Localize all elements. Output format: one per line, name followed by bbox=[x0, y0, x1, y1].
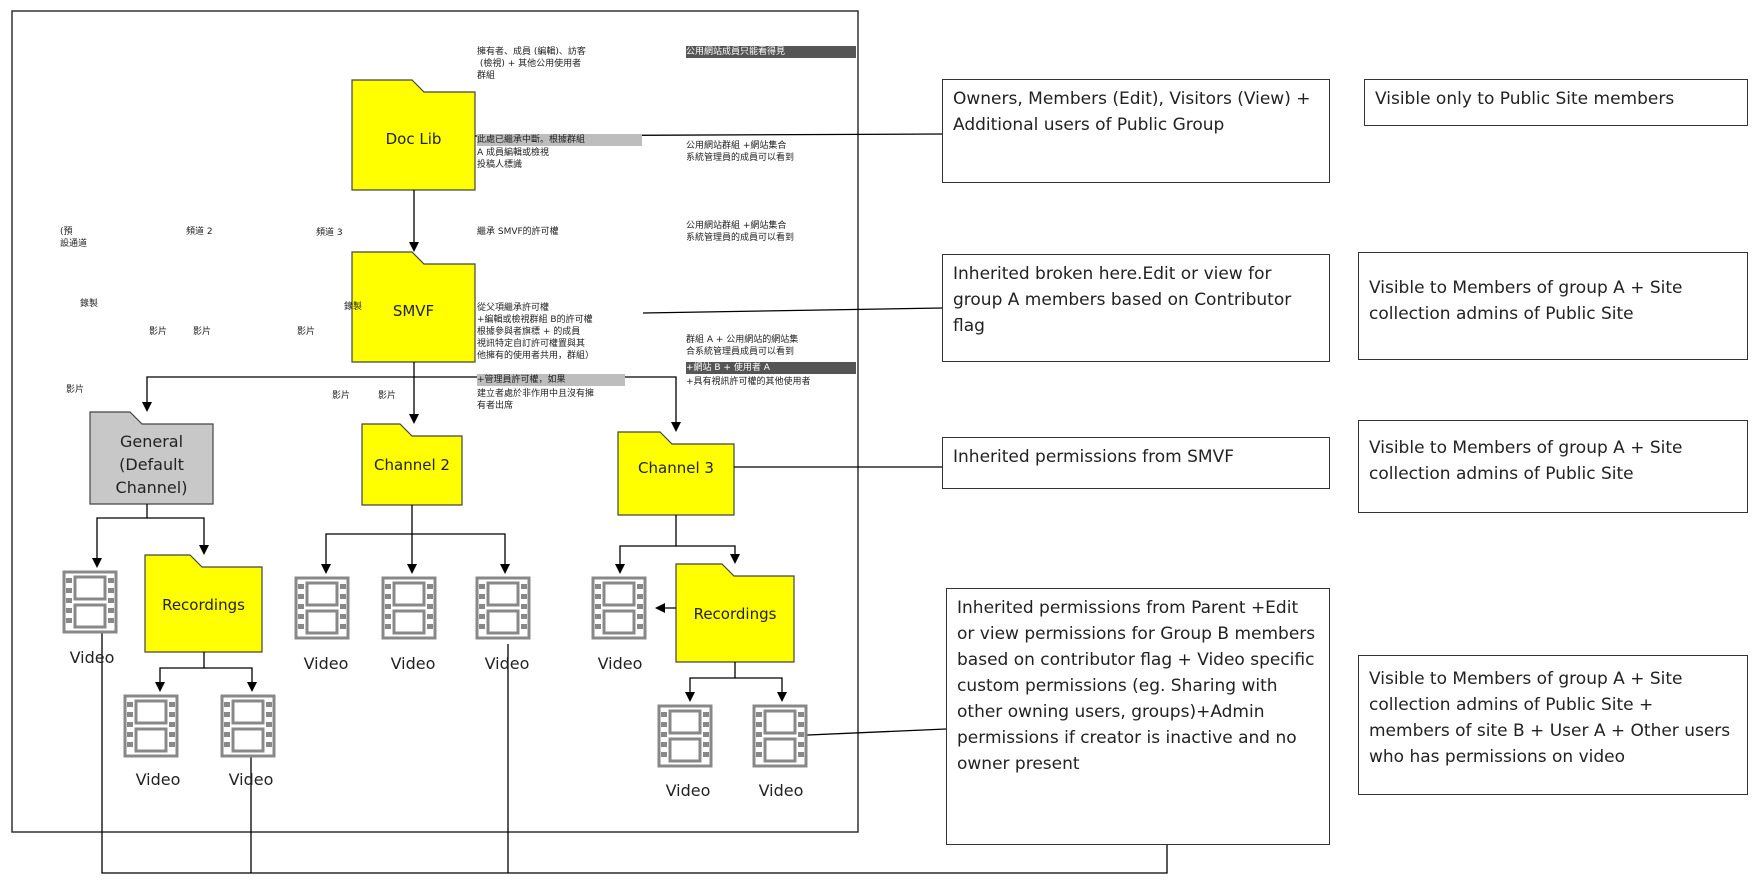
owners-box: Owners, Members (Edit), Visitors (View) … bbox=[942, 79, 1330, 183]
recordings-a-label: Recordings bbox=[162, 596, 245, 614]
channel2-folder bbox=[361, 423, 463, 506]
general-folder bbox=[89, 411, 214, 505]
video-label: Video bbox=[303, 654, 349, 673]
doclib-label: Doc Lib bbox=[385, 130, 442, 148]
video-label: Video bbox=[390, 654, 436, 673]
inherited-parent-box: Inherited permissions from Parent +Edit … bbox=[946, 588, 1330, 845]
note-video-cjk: 影片 bbox=[149, 327, 168, 337]
video-label: Video bbox=[135, 770, 181, 789]
general-label-line: Channel) bbox=[115, 478, 188, 497]
channel3-label: Channel 3 bbox=[638, 459, 714, 477]
doclib-folder bbox=[351, 79, 476, 191]
note-owners-cjk: 擁有者、成員 (編輯)、訪客 (檢視) + 其他公用使用者 群組 bbox=[477, 47, 586, 81]
video-icon bbox=[752, 704, 808, 768]
note-broken-cjk-2: A 成員編輯或檢視 投稿人標識 bbox=[477, 148, 550, 170]
recordings-b-label: Recordings bbox=[693, 605, 777, 623]
video-label: Video bbox=[665, 781, 711, 800]
smvf-folder bbox=[351, 251, 476, 363]
note-visible-full-cjk: 群組 A + 公用網站的網站集 合系統管理員成員可以看到 bbox=[686, 335, 799, 357]
visible-a2-box: Visible to Members of group A + Site col… bbox=[1358, 420, 1748, 513]
video-icon bbox=[591, 576, 647, 640]
note-video-cjk: 影片 bbox=[378, 391, 397, 401]
recordings-a-folder bbox=[144, 554, 263, 653]
video-label: Video bbox=[597, 654, 643, 673]
general-label-line: General bbox=[119, 432, 184, 451]
note-visible-public-cjk: 公用網站成員只能看得見 bbox=[686, 46, 856, 58]
video-icon bbox=[475, 576, 531, 640]
note-visible-a1-cjk: 公用網站群組 +網站集合 系統管理員的成員可以看到 bbox=[686, 141, 795, 163]
note-admin-cjk: +管理員許可權，如果 bbox=[477, 374, 625, 386]
general-label: General (Default Channel) bbox=[90, 430, 213, 499]
visible-a1-box: Visible to Members of group A + Site col… bbox=[1358, 252, 1748, 360]
recordings-b-folder bbox=[675, 563, 795, 663]
note-video-cjk: 影片 bbox=[66, 385, 85, 395]
note-channel2-cjk: 頻道 2 bbox=[186, 227, 213, 237]
note-visible-full-cjk-3: +具有視訊許可權的其他使用者 bbox=[686, 377, 811, 387]
note-visible-full-cjk-2: +網站 B + 使用者 A bbox=[686, 362, 856, 374]
inherited-smvf-box: Inherited permissions from SMVF bbox=[942, 437, 1330, 489]
video-icon bbox=[62, 570, 118, 634]
note-channel3-cjk: 頻道 3 bbox=[316, 228, 343, 238]
video-icon bbox=[657, 704, 713, 768]
note-broken-cjk: 此處已繼承中斷。根據群組 bbox=[477, 134, 642, 146]
general-label-line: (Default bbox=[119, 455, 184, 474]
video-icon bbox=[381, 576, 437, 640]
smvf-label: SMVF bbox=[392, 302, 435, 320]
video-label: Video bbox=[69, 648, 115, 667]
note-recordings-cjk: 錄製 bbox=[344, 302, 363, 312]
note-video-cjk: 影片 bbox=[297, 327, 316, 337]
video-icon bbox=[294, 576, 350, 640]
note-video-cjk: 影片 bbox=[332, 391, 351, 401]
video-label: Video bbox=[484, 654, 530, 673]
note-inherit-parent-cjk: 從父項繼承許可權 +編輯或檢視群組 B的許可權 根據參與者旗標 + 的成員 視訊… bbox=[477, 303, 595, 361]
channel3-folder bbox=[617, 431, 735, 516]
video-label: Video bbox=[758, 781, 804, 800]
visible-full-box: Visible to Members of group A + Site col… bbox=[1358, 655, 1748, 795]
visible-public-box: Visible only to Public Site members bbox=[1364, 79, 1748, 126]
note-visible-a2-cjk: 公用網站群組 +網站集合 系統管理員的成員可以看到 bbox=[686, 221, 795, 243]
video-label: Video bbox=[228, 770, 274, 789]
note-recordings-cjk: 錄製 bbox=[80, 299, 99, 309]
note-video-cjk: 影片 bbox=[193, 327, 212, 337]
video-icon bbox=[123, 694, 179, 758]
inherited-broken-box: Inherited broken here.Edit or view for g… bbox=[942, 254, 1330, 362]
outer-frame bbox=[11, 10, 859, 833]
note-creator-cjk: 建立者處於非作用中且沒有擁 有者出席 bbox=[477, 389, 595, 411]
note-inherit-smvf-cjk: 繼承 SMVF的許可權 bbox=[477, 227, 559, 237]
video-icon bbox=[220, 694, 276, 758]
note-default-channel-cjk: (預 設通道 bbox=[60, 227, 88, 249]
channel2-label: Channel 2 bbox=[374, 456, 450, 474]
